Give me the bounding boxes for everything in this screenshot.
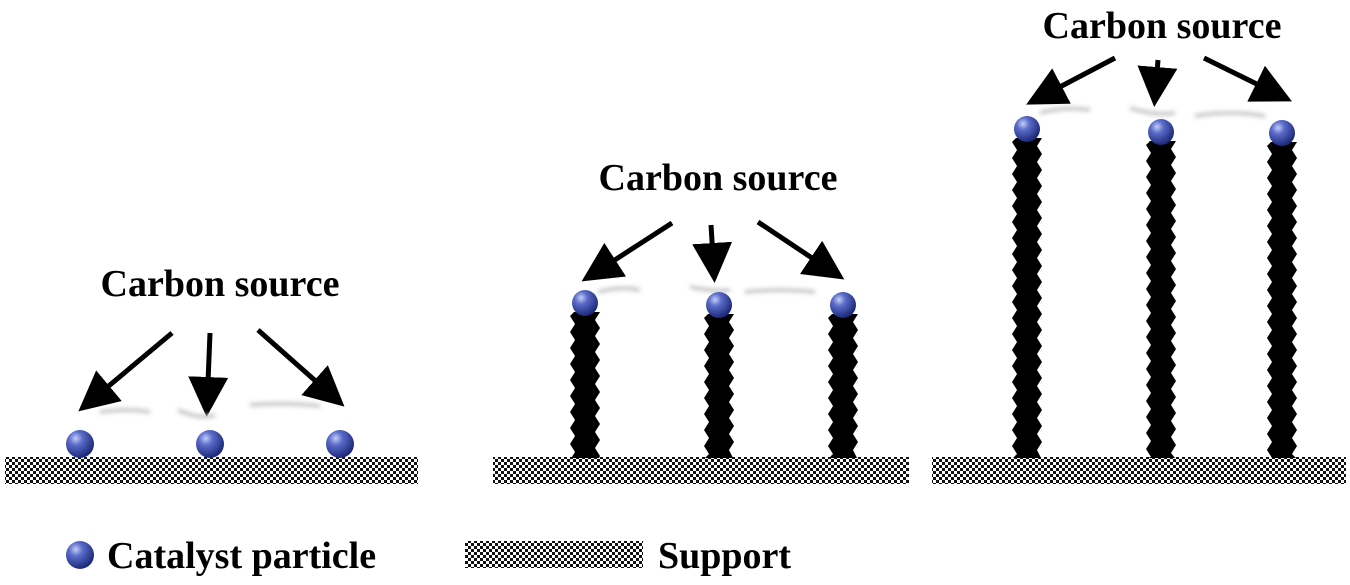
panel-1-catalyst-3 [326, 430, 354, 458]
nanotube [828, 314, 858, 458]
panel-2-catalyst-2 [706, 292, 732, 318]
panel-1: Carbon source [5, 263, 418, 484]
panel-1-arrows [78, 328, 345, 417]
panel-2-arrows [581, 219, 845, 283]
nanotube [704, 314, 734, 458]
legend-catalyst-label: Catalyst particle [107, 535, 376, 577]
panel-1-gas-streaks [99, 401, 321, 419]
panel-2-catalyst-3 [830, 292, 856, 318]
panel-2-support [493, 457, 909, 484]
panel-1-catalyst-1 [66, 430, 94, 458]
panel-1-catalyst-2 [196, 430, 224, 458]
panel-3-catalyst-3 [1269, 120, 1295, 146]
panel-2-nanotubes [570, 312, 858, 460]
legend-support-label: Support [658, 535, 791, 577]
legend-support-swatch [465, 541, 643, 568]
panel-2: Carbon source [493, 157, 909, 484]
panel-3-title: Carbon source [1043, 5, 1282, 47]
panel-2-gas-streaks [597, 285, 816, 294]
panel-3-arrows [1026, 55, 1292, 107]
nanotube [1267, 142, 1297, 458]
nanotube [570, 312, 600, 460]
panel-1-support [5, 457, 418, 484]
panel-3-support [932, 457, 1346, 484]
panel-2-title: Carbon source [599, 157, 838, 199]
panel-1-title: Carbon source [101, 263, 340, 305]
panel-3-nanotubes [1012, 138, 1297, 458]
panel-3-catalyst-2 [1148, 119, 1174, 145]
nanotube [1146, 141, 1176, 458]
panel-3: Carbon source [932, 5, 1346, 484]
legend: Catalyst particle Support [66, 535, 791, 577]
panel-3-gas-streaks [1039, 106, 1266, 118]
panel-2-catalyst-1 [572, 290, 598, 316]
nanotube [1012, 138, 1042, 458]
legend-catalyst-swatch [66, 541, 94, 569]
panel-3-catalyst-1 [1014, 116, 1040, 142]
